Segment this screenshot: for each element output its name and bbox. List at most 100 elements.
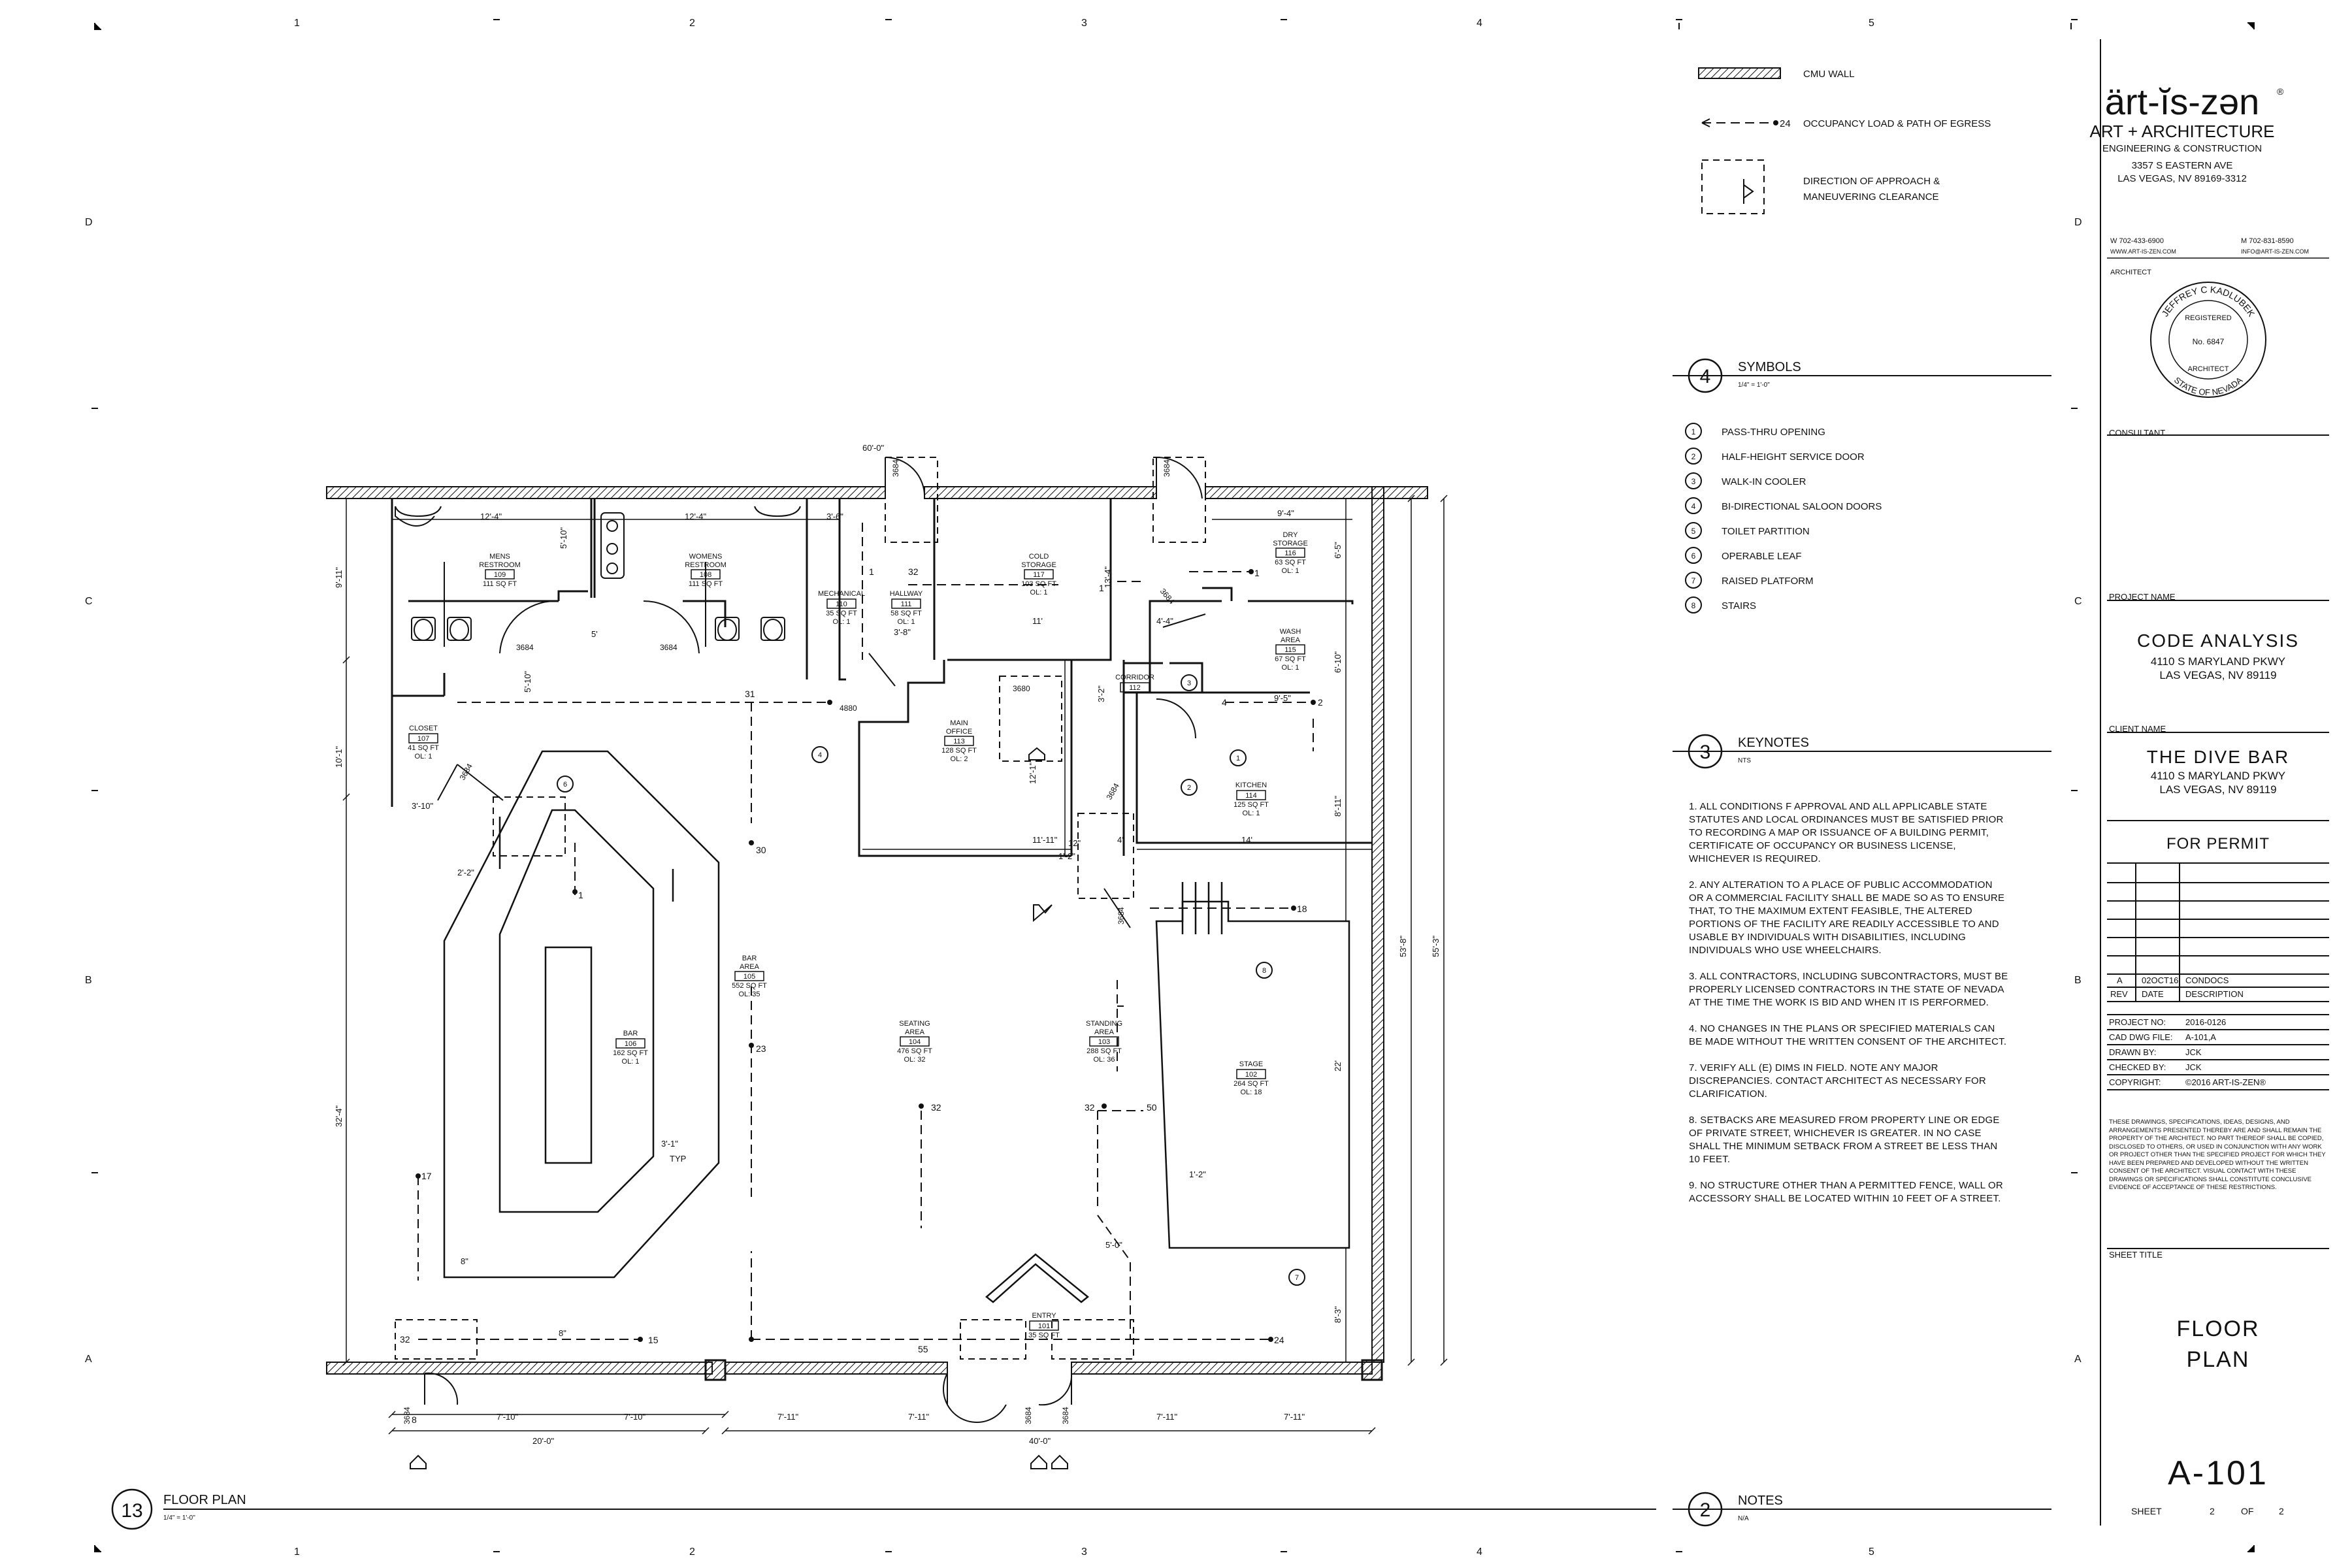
svg-text:1: 1 — [1236, 755, 1240, 762]
svg-text:OL: 1: OL: 1 — [1282, 664, 1299, 672]
svg-text:OFFICE: OFFICE — [946, 728, 972, 736]
svg-text:32: 32 — [400, 1334, 410, 1345]
project-address-1: 4110 S MARYLAND PKWY — [2150, 655, 2286, 668]
approach-arrow-icon — [1030, 1454, 1047, 1469]
firm-line-2: ENGINEERING & CONSTRUCTION — [2102, 143, 2262, 154]
svg-text:CORRIDOR: CORRIDOR — [1115, 674, 1154, 681]
svg-text:STAGE: STAGE — [1239, 1060, 1263, 1068]
svg-text:8'-3": 8'-3" — [1333, 1306, 1343, 1323]
svg-text:1'-2": 1'-2" — [1189, 1169, 1206, 1179]
grid-row-d: D — [85, 217, 93, 228]
svg-text:BAR: BAR — [742, 955, 757, 962]
firm-logo: ärt-ĭs-zən — [2105, 81, 2260, 122]
svg-text:AREA: AREA — [740, 963, 760, 971]
svg-text:7: 7 — [1295, 1274, 1299, 1282]
grid-col-4: 4 — [1477, 18, 1482, 29]
svg-text:8: 8 — [1691, 601, 1696, 610]
cad-file-label: CAD DWG FILE: — [2109, 1032, 2173, 1042]
firm-address-1: 3357 S EASTERN AVE — [2132, 160, 2233, 171]
seal-name: JEFFREY C KADLUBEK — [2159, 284, 2257, 319]
svg-text:8'-11": 8'-11" — [1333, 795, 1343, 817]
grid-row-c: C — [85, 596, 93, 607]
keynotes-list: 1. ALL CONDITIONS F APPROVAL AND ALL APP… — [1689, 800, 2009, 1218]
svg-text:13'-4": 13'-4" — [1103, 566, 1113, 588]
firm-logo-reg: ® — [2277, 86, 2284, 97]
svg-text:111 SQ FT: 111 SQ FT — [483, 580, 517, 588]
svg-text:17: 17 — [421, 1171, 432, 1181]
firm-email: INFO@ART-IS-ZEN.COM — [2241, 248, 2309, 255]
floor-plan-title: FLOOR PLAN — [163, 1493, 246, 1507]
legend-cmu-wall: CMU WALL — [1803, 69, 1855, 80]
svg-text:OL: 1: OL: 1 — [1243, 809, 1260, 817]
client-name: THE DIVE BAR — [2146, 747, 2290, 767]
svg-text:108: 108 — [700, 571, 711, 579]
architect-seal: JEFFREY C KADLUBEK STATE OF NEVADA REGIS… — [2150, 282, 2266, 398]
door-tags: 3684 3684 3680 4880 3684 3684 3684 3684 … — [402, 459, 1177, 1424]
svg-text:CLOSET: CLOSET — [409, 725, 438, 732]
egress-numbers: 31 30 23 32 32 32 32 50 18 17 15 55 24 1… — [400, 566, 1323, 1425]
dimension-ticks — [342, 495, 1448, 1435]
approach-box — [1701, 159, 1765, 214]
svg-text:22': 22' — [1333, 1060, 1343, 1071]
svg-text:OL: 1: OL: 1 — [833, 618, 851, 626]
svg-text:OL: 1: OL: 1 — [415, 753, 433, 760]
disclaimer: THESE DRAWINGS, SPECIFICATIONS, IDEAS, D… — [2109, 1119, 2326, 1191]
legend-approach-2: MANEUVERING CLEARANCE — [1803, 191, 1939, 203]
svg-text:3684: 3684 — [891, 459, 900, 477]
svg-text:7'-10": 7'-10" — [497, 1412, 519, 1422]
firm-website: WWW.ART-IS-ZEN.COM — [2110, 248, 2176, 255]
svg-text:9'-4": 9'-4" — [1277, 508, 1294, 518]
svg-text:12'-1": 12'-1" — [1028, 762, 1037, 784]
grid-col-3-bottom: 3 — [1081, 1546, 1087, 1558]
svg-text:OL: 1: OL: 1 — [622, 1058, 640, 1066]
svg-text:BI-DIRECTIONAL SALOON DOORS: BI-DIRECTIONAL SALOON DOORS — [1722, 501, 1882, 512]
svg-text:3684: 3684 — [1162, 459, 1171, 477]
svg-text:60'-0": 60'-0" — [862, 443, 885, 453]
svg-text:AREA: AREA — [1281, 636, 1301, 644]
svg-text:50: 50 — [1147, 1102, 1157, 1113]
svg-text:WASH: WASH — [1280, 628, 1301, 636]
firm-address-2: LAS VEGAS, NV 89169-3312 — [2117, 173, 2247, 184]
svg-text:STANDING: STANDING — [1086, 1020, 1122, 1028]
svg-text:TOILET PARTITION: TOILET PARTITION — [1722, 526, 1810, 537]
svg-text:1: 1 — [1691, 427, 1696, 436]
project-no-label: PROJECT NO: — [2109, 1017, 2166, 1027]
svg-text:58 SQ FT: 58 SQ FT — [890, 610, 922, 617]
svg-text:107: 107 — [417, 735, 429, 743]
svg-text:1: 1 — [1099, 583, 1104, 593]
svg-text:12'-4": 12'-4" — [685, 512, 707, 521]
svg-text:32'-4": 32'-4" — [334, 1105, 344, 1127]
svg-text:3'-1": 3'-1" — [661, 1139, 678, 1149]
svg-text:3680: 3680 — [1013, 684, 1030, 693]
svg-text:HALLWAY: HALLWAY — [890, 590, 923, 598]
svg-text:3684: 3684 — [1061, 1407, 1070, 1424]
svg-text:5'-10": 5'-10" — [523, 670, 532, 693]
floor-plan — [326, 456, 1448, 1435]
svg-text:7'-11": 7'-11" — [1284, 1412, 1305, 1422]
client-name-label: CLIENT NAME — [2109, 724, 2166, 734]
svg-text:2: 2 — [1187, 784, 1191, 792]
svg-text:102: 102 — [1245, 1071, 1257, 1079]
legend-approach-1: DIRECTION OF APPROACH & — [1803, 176, 1940, 187]
svg-text:OL: 18: OL: 18 — [1240, 1088, 1262, 1096]
svg-text:STORAGE: STORAGE — [1273, 540, 1308, 547]
svg-text:3684: 3684 — [1158, 587, 1177, 606]
svg-text:3684: 3684 — [457, 762, 474, 781]
approach-arrows — [410, 747, 1068, 1469]
firm-phone-mobile: M 702-831-8590 — [2241, 237, 2294, 245]
sheet-separators — [163, 39, 2101, 1526]
svg-text:STAIRS: STAIRS — [1722, 600, 1756, 612]
svg-text:30: 30 — [756, 845, 766, 855]
keynote-item: 3. ALL CONTRACTORS, INCLUDING SUBCONTRAC… — [1689, 971, 2008, 1008]
sheet-number: A-101 — [2168, 1454, 2268, 1492]
